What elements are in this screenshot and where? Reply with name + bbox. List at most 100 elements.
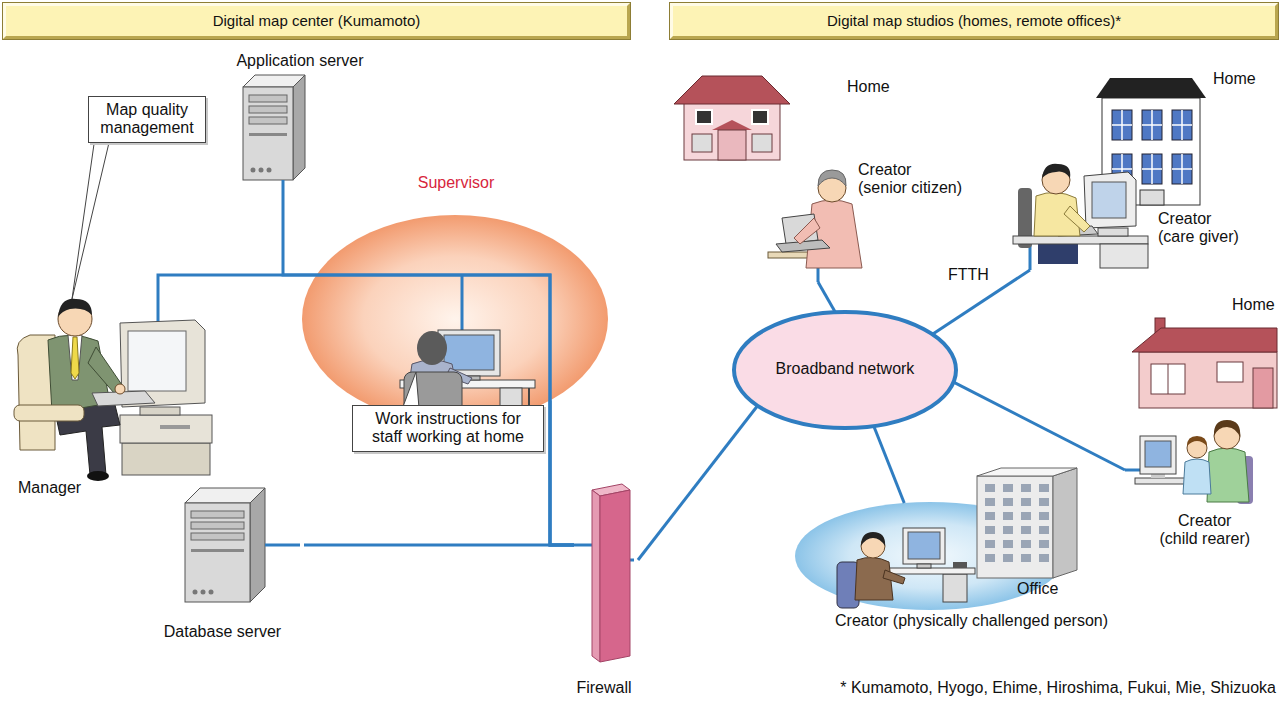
home-studio-drawing-part: [1207, 448, 1249, 502]
home-studio-drawing-part: [1145, 441, 1171, 467]
home-studio-drawing-part: [794, 218, 820, 244]
home-studio-drawing-part: [1132, 328, 1277, 352]
home-studio-drawing-part: [1029, 244, 1032, 270]
manager-figure-drawing-part: [128, 331, 186, 391]
node-label: Digital map center (Kumamoto): [213, 12, 421, 29]
home-studio-drawing-part: [1084, 172, 1136, 228]
server-icon-drawing-part: [191, 522, 244, 529]
node-label: Office: [1017, 580, 1059, 598]
firewall-icon-drawing-part: [600, 490, 630, 662]
server-icon-drawing-part: [249, 106, 287, 113]
office-studio-drawing-part: [985, 512, 995, 520]
server-icon-drawing-part: [191, 533, 244, 540]
network-link: [954, 382, 1125, 470]
home-studio: HomeCreator (care giver): [1008, 68, 1278, 270]
home-studio-drawing-part: [1112, 110, 1132, 140]
home-studio-drawing-part: [1112, 168, 1132, 170]
node-label: Digital map studios (homes, remote offic…: [827, 12, 1121, 29]
office-studio-drawing-part: [1021, 540, 1031, 548]
office-studio-drawing-part: [943, 574, 967, 602]
home-studio-drawing-part: [1214, 420, 1240, 438]
manager-figure-drawing-part: [160, 425, 190, 429]
office-studio-drawing-part: [1003, 512, 1013, 520]
office-studio-drawing-part: [985, 540, 995, 548]
office-studio-drawing-part: [1021, 498, 1031, 506]
node-label: Home: [1232, 296, 1275, 314]
server-icon-drawing: [145, 485, 300, 645]
office-studio-drawing-part: [977, 476, 1053, 578]
manager-figure-drawing: [10, 285, 218, 500]
home-studio-drawing-part: [1172, 154, 1192, 184]
manager-figure-drawing-part: [115, 384, 125, 394]
home-studio-drawing-part: [1151, 474, 1165, 478]
office-studio-drawing-part: [795, 502, 1065, 610]
office-studio-drawing-part: [889, 568, 975, 574]
node-label: Broadband network: [732, 360, 958, 378]
home-studio-drawing-part: [1168, 364, 1169, 394]
firewall-icon-drawing-part: [592, 490, 600, 662]
server-icon-drawing-part: [265, 544, 300, 547]
supervisor-area-drawing: [300, 172, 612, 427]
home-studio-drawing-part: [1187, 436, 1207, 446]
office-studio-drawing-part: [1039, 512, 1049, 520]
office-studio-drawing-part: [985, 526, 995, 534]
manager-figure-drawing-part: [120, 415, 212, 443]
manager-figure-drawing-part: [92, 391, 155, 406]
server-icon-drawing-part: [185, 503, 250, 602]
manager-figure-drawing-part: [68, 335, 82, 380]
office-studio-drawing-part: [1039, 484, 1049, 492]
office-studio-drawing-part: [1053, 468, 1077, 578]
manager-figure-drawing-part: [140, 407, 180, 415]
office-studio-drawing-part: [985, 498, 995, 506]
supervisor-area-drawing-part: [302, 215, 608, 423]
server-icon-drawing-part: [251, 168, 256, 173]
home-studio-drawing-part: [1125, 469, 1140, 472]
node-caption: Creator (physically challenged person): [835, 612, 1108, 630]
office-studio-drawing-part: [883, 570, 905, 584]
supervisor-area-drawing-part: [461, 275, 464, 330]
office-studio-drawing-part: [953, 562, 967, 568]
office-studio-drawing-part: [1003, 484, 1013, 492]
home-studio-drawing-part: [1142, 124, 1162, 126]
server-icon-drawing-part: [249, 95, 287, 102]
server-icon-drawing-part: [249, 117, 287, 124]
network-link: [638, 406, 758, 560]
home-studio-drawing-part: [752, 134, 772, 152]
home-studio-drawing-part: [1092, 182, 1126, 218]
home-studio: HomeCreator (child rearer): [1125, 296, 1279, 556]
manager-figure-drawing-part: [14, 405, 84, 421]
home-studio-drawing-part: [718, 130, 746, 160]
office-studio-drawing-part: [1003, 540, 1013, 548]
home-studio-drawing-part: [1253, 368, 1273, 408]
home-studio-drawing-part: [1140, 190, 1164, 205]
office-studio-drawing-part: [1039, 540, 1049, 548]
server-icon: Application server: [225, 52, 379, 185]
server-icon-drawing: [225, 52, 375, 185]
node-label: Firewall: [574, 679, 634, 697]
home-studio-drawing-part: [684, 102, 780, 160]
office-studio-drawing-part: [1021, 554, 1031, 562]
server-icon-drawing-part: [201, 590, 206, 595]
supervisor-area-drawing-part: [417, 331, 447, 365]
home-studio-drawing-part: [1096, 78, 1206, 98]
office-studio-drawing-part: [908, 532, 940, 559]
supervisor-area: Supervisor: [300, 172, 616, 427]
network-link: [874, 426, 905, 503]
office-studio-drawing-part: [1021, 512, 1031, 520]
node-label: Map quality management: [95, 101, 199, 138]
node-caption: Creator (senior citizen): [858, 161, 964, 198]
node-caption: Creator (child rearer): [1158, 512, 1252, 549]
home-studio-drawing-part: [818, 170, 846, 186]
node-label: Manager: [18, 479, 81, 497]
manager-figure-drawing-part: [71, 337, 79, 379]
home-studio-drawing-part: [1183, 459, 1211, 494]
office-studio-drawing-part: [1021, 526, 1031, 534]
server-icon-drawing-part: [191, 549, 244, 552]
home-studio-drawing-part: [1151, 364, 1185, 394]
home-studio-drawing: [672, 68, 992, 282]
office-studio-drawing-part: [1021, 484, 1031, 492]
network-link: [550, 401, 574, 545]
home-studio-drawing-part: [1139, 352, 1277, 408]
